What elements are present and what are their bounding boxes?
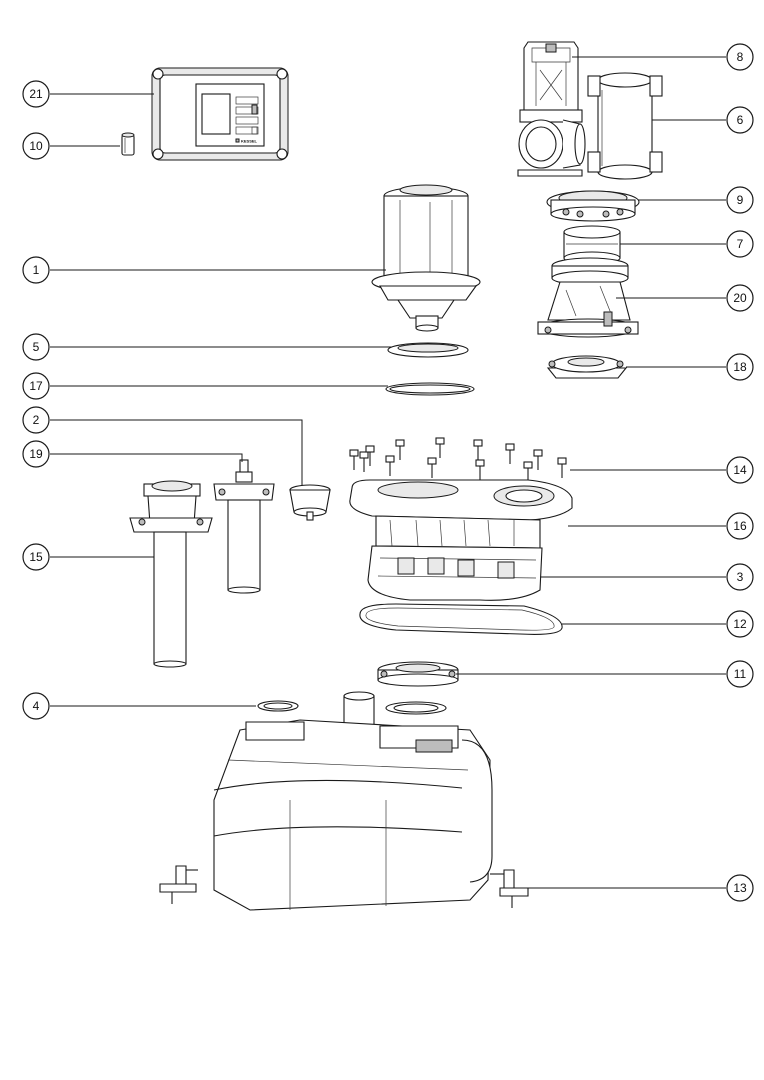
callout-15: 15 bbox=[22, 543, 50, 571]
brackets-part bbox=[159, 865, 529, 908]
sleeve-part bbox=[587, 72, 663, 180]
svg-text:10: 10 bbox=[29, 139, 43, 153]
cover-plate-part bbox=[546, 355, 628, 379]
callout-6: 6 bbox=[726, 106, 754, 134]
svg-text:9: 9 bbox=[737, 193, 744, 207]
svg-text:4: 4 bbox=[33, 699, 40, 713]
inlet-flange-part bbox=[377, 661, 459, 687]
callout-13: 13 bbox=[726, 874, 754, 902]
callout-1: 1 bbox=[22, 256, 50, 284]
callout-18: 18 bbox=[726, 353, 754, 381]
svg-text:11: 11 bbox=[734, 667, 747, 681]
svg-text:14: 14 bbox=[733, 463, 747, 477]
svg-text:12: 12 bbox=[733, 617, 747, 631]
callout-16: 16 bbox=[726, 512, 754, 540]
callout-10: 10 bbox=[22, 132, 50, 160]
svg-text:8: 8 bbox=[737, 50, 744, 64]
svg-text:1: 1 bbox=[33, 263, 40, 277]
callout-17: 17 bbox=[22, 372, 50, 400]
callout-3: 3 bbox=[726, 563, 754, 591]
callout-11: 11 bbox=[726, 660, 754, 688]
svg-text:21: 21 bbox=[29, 87, 43, 101]
callout-21: 21 bbox=[22, 80, 50, 108]
callout-19: 19 bbox=[22, 440, 50, 468]
callout-4: 4 bbox=[22, 692, 50, 720]
tank-body-part bbox=[213, 691, 493, 911]
valve-part bbox=[517, 41, 586, 177]
callout-7: 7 bbox=[726, 230, 754, 258]
flange-part bbox=[546, 190, 640, 222]
svg-text:7: 7 bbox=[737, 237, 744, 251]
level-sensor-part bbox=[213, 459, 275, 594]
svg-text:13: 13 bbox=[733, 881, 747, 895]
svg-text:17: 17 bbox=[29, 379, 43, 393]
svg-text:5: 5 bbox=[33, 340, 40, 354]
svg-text:16: 16 bbox=[733, 519, 747, 533]
pressure-tube-part bbox=[129, 480, 213, 668]
callout-14: 14 bbox=[726, 456, 754, 484]
motor-part bbox=[371, 184, 481, 332]
adaptor-part bbox=[537, 257, 639, 338]
callout-8: 8 bbox=[726, 43, 754, 71]
o-ring-part bbox=[385, 382, 475, 396]
svg-text:15: 15 bbox=[29, 550, 43, 564]
callout-2: 2 bbox=[22, 406, 50, 434]
bolts-part bbox=[349, 437, 567, 482]
control-panel-brand: KESSEL bbox=[241, 139, 258, 144]
callout-9: 9 bbox=[726, 186, 754, 214]
seal-rings-part bbox=[257, 700, 447, 715]
callout-20: 20 bbox=[726, 284, 754, 312]
control-panel-part: KESSEL bbox=[151, 67, 289, 161]
svg-text:2: 2 bbox=[33, 413, 40, 427]
svg-text:6: 6 bbox=[737, 113, 744, 127]
gasket-part bbox=[359, 603, 563, 635]
callout-5: 5 bbox=[22, 333, 50, 361]
battery-part bbox=[121, 132, 135, 156]
callout-12: 12 bbox=[726, 610, 754, 638]
impeller-housing-part bbox=[367, 545, 543, 601]
cap-part bbox=[289, 484, 331, 521]
seal-plate-part bbox=[387, 342, 469, 358]
svg-text:20: 20 bbox=[733, 291, 747, 305]
svg-text:18: 18 bbox=[733, 360, 747, 374]
callout-leaders bbox=[50, 56, 726, 889]
svg-text:19: 19 bbox=[29, 447, 43, 461]
callouts: 21 10 1 5 17 2 19 15 4 8 6 9 7 20 18 14 … bbox=[22, 43, 754, 902]
svg-text:3: 3 bbox=[737, 570, 744, 584]
pump-housing-part bbox=[349, 479, 573, 549]
